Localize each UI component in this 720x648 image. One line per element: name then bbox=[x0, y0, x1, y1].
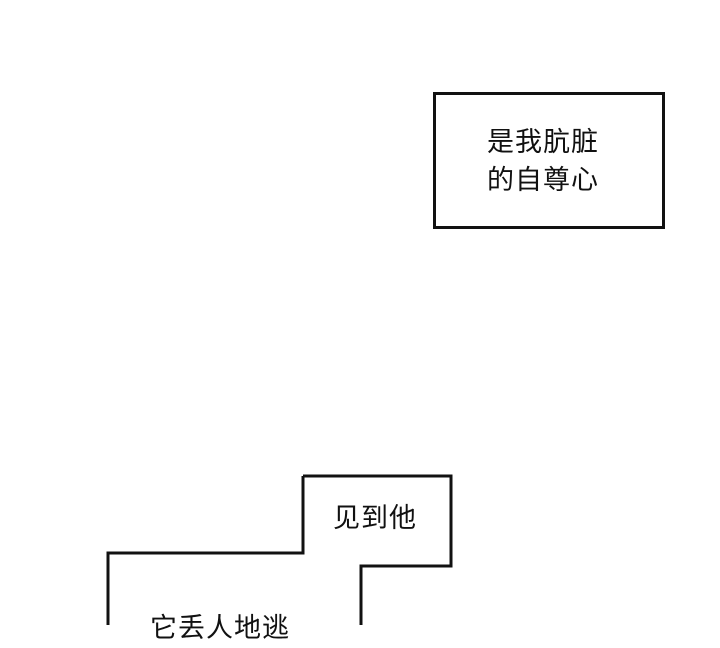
speech-box-bottom bbox=[106, 474, 453, 625]
speech-text-lower-clipped: 它丢人地逃 bbox=[150, 613, 290, 644]
speech-text-upper: 见到他 bbox=[333, 503, 417, 534]
speech-text-line-1: 是我肮脏 bbox=[487, 127, 599, 158]
speech-text-line-2: 的自尊心 bbox=[487, 165, 599, 196]
speech-box-top bbox=[433, 92, 665, 229]
